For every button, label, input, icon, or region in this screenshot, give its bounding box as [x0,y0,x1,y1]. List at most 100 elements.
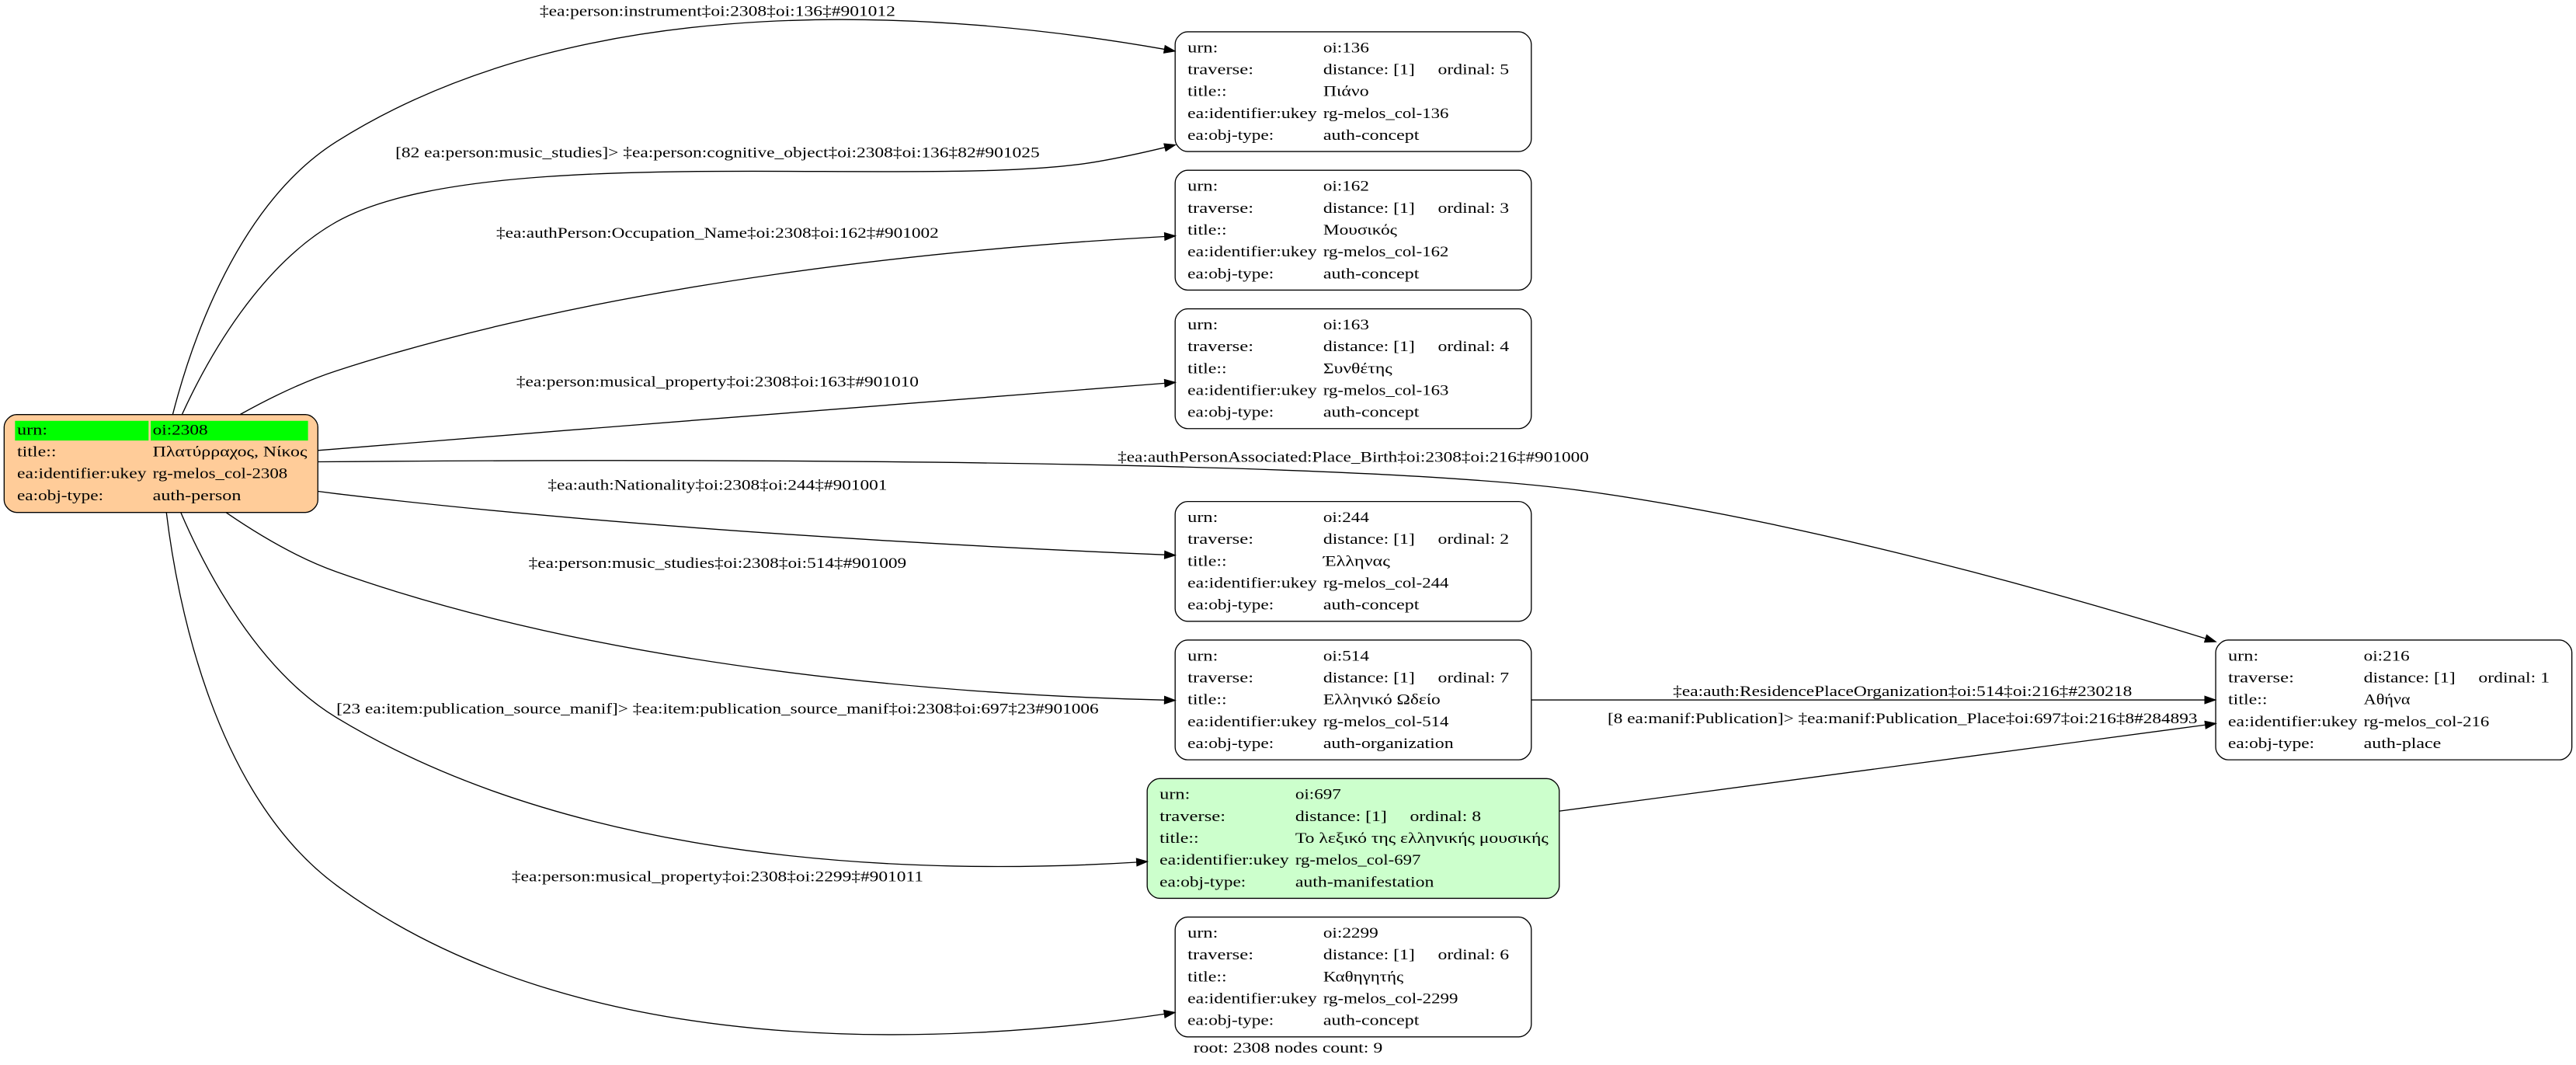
svg-text:distance: [1] ordinal: 1: distance: [1] ordinal: 1 [2364,670,2559,686]
svg-text:rg-melos_col-244: rg-melos_col-244 [1323,575,1449,591]
svg-text:auth-concept: auth-concept [1323,266,1420,282]
svg-text:ea:identifier:ukey: ea:identifier:ukey [1187,382,1317,399]
svg-text:auth-concept: auth-concept [1323,1013,1420,1029]
svg-text:rg-melos_col-216: rg-melos_col-216 [2364,714,2490,730]
svg-text:rg-melos_col-162: rg-melos_col-162 [1323,244,1449,260]
svg-text:auth-place: auth-place [2364,736,2442,752]
svg-text:traverse:: traverse: [1187,339,1253,355]
svg-text:urn:: urn: [1187,179,1218,195]
svg-text:distance: [1] ordinal: 6: distance: [1] ordinal: 6 [1323,947,1518,963]
svg-text:oi:514: oi:514 [1323,648,1370,664]
svg-text:rg-melos_col-2299: rg-melos_col-2299 [1323,990,1458,1007]
svg-text:‡ea:person:musical_property‡oi: ‡ea:person:musical_property‡oi:2308‡oi:1… [516,374,919,391]
svg-text:rg-melos_col-163: rg-melos_col-163 [1323,382,1449,399]
svg-text:‡ea:auth:Nationality‡oi:2308‡o: ‡ea:auth:Nationality‡oi:2308‡oi:244‡#901… [548,477,887,493]
svg-text:distance: [1] ordinal: 7: distance: [1] ordinal: 7 [1323,670,1518,686]
svg-text:traverse:: traverse: [1187,670,1253,686]
svg-text:urn:: urn: [1159,787,1190,803]
svg-text:title::: title:: [1187,969,1227,985]
svg-text:‡ea:auth:ResidencePlaceOrganiz: ‡ea:auth:ResidencePlaceOrganization‡oi:5… [1673,684,2132,700]
svg-text:title::: title:: [2228,692,2268,708]
svg-text:Συνθέτης: Συνθέτης [1323,360,1393,377]
svg-text:Ελληνικό Ωδείο: Ελληνικό Ωδείο [1323,692,1441,708]
svg-text:auth-manifestation: auth-manifestation [1295,874,1434,890]
svg-text:ea:obj-type:: ea:obj-type: [1187,736,1274,752]
svg-text:ea:obj-type:: ea:obj-type: [1187,266,1274,282]
svg-text:Καθηγητής: Καθηγητής [1323,969,1404,985]
svg-text:oi:2308: oi:2308 [153,422,208,438]
svg-text:title::: title:: [1187,360,1227,377]
svg-text:urn:: urn: [1187,925,1218,941]
svg-text:oi:136: oi:136 [1323,40,1369,56]
svg-text:urn:: urn: [1187,648,1218,664]
svg-text:ea:obj-type:: ea:obj-type: [17,488,103,504]
svg-text:‡ea:person:instrument‡oi:2308‡: ‡ea:person:instrument‡oi:2308‡oi:136‡#90… [540,3,895,19]
svg-text:auth-concept: auth-concept [1323,405,1420,421]
svg-text:urn:: urn: [2228,648,2258,664]
svg-text:title::: title:: [1187,222,1227,238]
svg-text:traverse:: traverse: [1187,200,1253,217]
svg-text:distance: [1] ordinal: 8: distance: [1] ordinal: 8 [1295,809,1490,825]
svg-text:ea:obj-type:: ea:obj-type: [1187,127,1274,144]
svg-text:urn:: urn: [1187,40,1218,56]
svg-text:oi:163: oi:163 [1323,317,1369,333]
svg-text:oi:244: oi:244 [1323,510,1370,526]
svg-text:title::: title:: [1187,84,1227,100]
svg-text:ea:obj-type:: ea:obj-type: [1187,405,1274,421]
svg-text:urn:: urn: [17,422,47,438]
svg-text:[82 ea:person:music_studies]>: [82 ea:person:music_studies]> ‡ea:person… [395,145,1040,162]
svg-text:distance: [1] ordinal: 4: distance: [1] ordinal: 4 [1323,339,1518,355]
svg-text:ea:obj-type:: ea:obj-type: [1159,874,1246,890]
svg-text:Πλατύρραχος, Νίκος: Πλατύρραχος, Νίκος [153,444,308,461]
svg-text:traverse:: traverse: [2228,670,2294,686]
svg-text:distance: [1] ordinal: 5: distance: [1] ordinal: 5 [1323,61,1518,78]
svg-text:Αθήνα: Αθήνα [2364,692,2411,708]
svg-text:Μουσικός: Μουσικός [1323,222,1398,238]
svg-text:ea:identifier:ukey: ea:identifier:ukey [1187,106,1317,122]
svg-text:rg-melos_col-697: rg-melos_col-697 [1295,852,1421,868]
svg-text:Πιάνο: Πιάνο [1323,84,1369,100]
svg-text:ea:identifier:ukey: ea:identifier:ukey [1187,575,1317,591]
svg-text:traverse:: traverse: [1187,531,1253,548]
svg-text:urn:: urn: [1187,317,1218,333]
svg-text:ea:obj-type:: ea:obj-type: [2228,736,2314,752]
svg-text:‡ea:authPersonAssociated:Place: ‡ea:authPersonAssociated:Place_Birth‡oi:… [1118,449,1589,465]
svg-text:title::: title:: [17,444,57,461]
svg-text:title::: title:: [1187,692,1227,708]
svg-text:title::: title:: [1159,830,1199,847]
svg-text:ea:obj-type:: ea:obj-type: [1187,597,1274,614]
svg-text:oi:216: oi:216 [2364,648,2410,664]
svg-text:ea:obj-type:: ea:obj-type: [1187,1013,1274,1029]
svg-text:ea:identifier:ukey: ea:identifier:ukey [1187,714,1317,730]
svg-text:auth-person: auth-person [153,488,242,504]
svg-text:oi:2299: oi:2299 [1323,925,1378,941]
svg-text:traverse:: traverse: [1187,947,1253,963]
svg-text:oi:697: oi:697 [1295,787,1341,803]
svg-text:[23 ea:item:publication_source: [23 ea:item:publication_source_manif]> ‡… [336,701,1099,718]
svg-text:‡ea:authPerson:Occupation_Name: ‡ea:authPerson:Occupation_Name‡oi:2308‡o… [496,225,939,242]
svg-text:Έλληνας: Έλληνας [1323,553,1391,569]
svg-text:ea:identifier:ukey: ea:identifier:ukey [1159,852,1289,868]
svg-text:auth-organization: auth-organization [1323,736,1455,752]
svg-text:Το λεξικό της ελληνικής μουσικ: Το λεξικό της ελληνικής μουσικής [1295,830,1549,847]
svg-text:ea:identifier:ukey: ea:identifier:ukey [1187,244,1317,260]
svg-text:urn:: urn: [1187,510,1218,526]
svg-text:oi:162: oi:162 [1323,179,1369,195]
svg-text:traverse:: traverse: [1159,809,1225,825]
svg-text:‡ea:person:musical_property‡oi: ‡ea:person:musical_property‡oi:2308‡oi:2… [512,869,923,886]
svg-text:distance: [1] ordinal: 2: distance: [1] ordinal: 2 [1323,531,1518,548]
svg-text:distance: [1] ordinal: 3: distance: [1] ordinal: 3 [1323,200,1518,217]
svg-text:rg-melos_col-514: rg-melos_col-514 [1323,714,1449,730]
svg-text:title::: title:: [1187,553,1227,569]
svg-text:‡ea:person:music_studies‡oi:23: ‡ea:person:music_studies‡oi:2308‡oi:514‡… [529,555,907,572]
svg-text:rg-melos_col-2308: rg-melos_col-2308 [153,466,288,482]
svg-text:traverse:: traverse: [1187,61,1253,78]
svg-text:ea:identifier:ukey: ea:identifier:ukey [2228,714,2358,730]
svg-text:auth-concept: auth-concept [1323,127,1420,144]
svg-text:root: 2308 nodes count: 9: root: 2308 nodes count: 9 [1194,1040,1383,1056]
svg-text:[8 ea:manif:Publication]> ‡ea:: [8 ea:manif:Publication]> ‡ea:manif:Publ… [1608,711,2197,727]
svg-text:auth-concept: auth-concept [1323,597,1420,614]
svg-text:ea:identifier:ukey: ea:identifier:ukey [17,466,147,482]
svg-text:ea:identifier:ukey: ea:identifier:ukey [1187,990,1317,1007]
svg-text:rg-melos_col-136: rg-melos_col-136 [1323,106,1449,122]
